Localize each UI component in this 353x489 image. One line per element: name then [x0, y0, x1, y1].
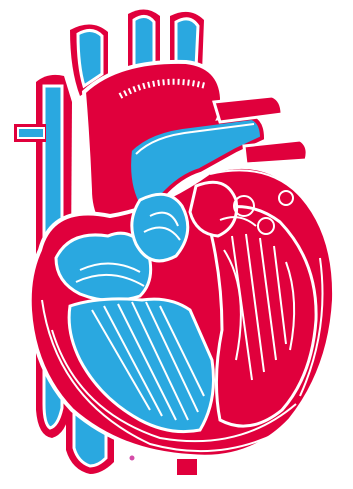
descending-aorta	[176, 458, 198, 476]
marker-dot	[130, 456, 135, 461]
mitral-valve	[190, 182, 237, 236]
